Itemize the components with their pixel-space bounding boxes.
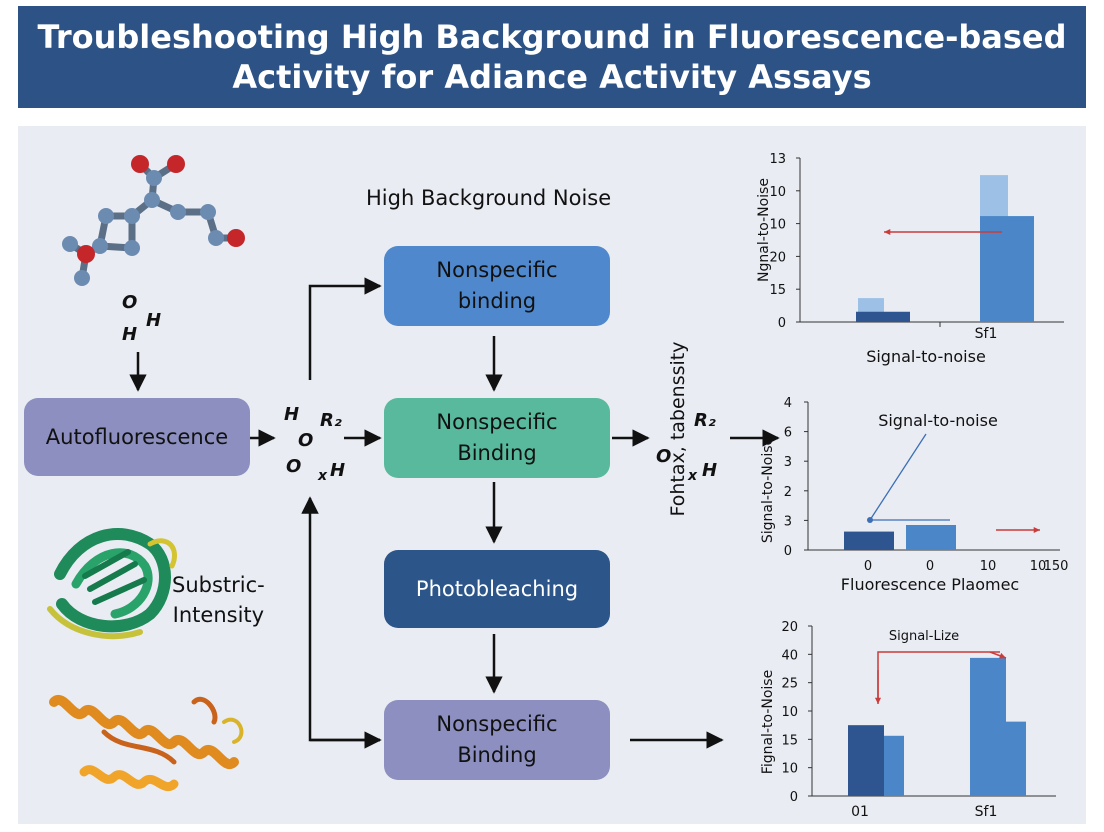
chem-mid-x: x <box>318 468 328 484</box>
chart1-ytick-label: 20 <box>769 250 786 265</box>
box-nonspecific-binding-2: Nonspecific Binding <box>384 398 610 478</box>
chart1-ytick-label: 10 <box>769 218 786 233</box>
chart2-red-arrow-head <box>1033 526 1040 534</box>
chart1-ytick-label: 0 <box>778 316 786 331</box>
chem-top-h2: H <box>146 310 162 331</box>
chart3-cat2: Sf1 <box>975 804 998 820</box>
chem-mid-oh: O <box>286 456 302 477</box>
chart-2: Signal-to-Noise Fluorescence Plaomec Sig… <box>760 396 1069 594</box>
chart3-annotation: Signal-Lize <box>889 629 959 644</box>
chart2-bar-1 <box>844 531 894 550</box>
chart2-ytick-label: 6 <box>784 426 792 441</box>
chart3-ytick-label: 10 <box>781 762 798 777</box>
protein-label-line1: Substric- <box>172 573 265 597</box>
box4-line2: Binding <box>457 743 537 767</box>
box2-line1: Nonspecific <box>436 410 558 434</box>
chart2-xtick-label: 150 <box>1044 559 1069 574</box>
side-label: Fohtax, tabenssity <box>667 341 689 517</box>
chart2-xtick-label: 0 <box>864 559 872 574</box>
chart3-ylabel: Fignal-to-Noise <box>760 670 776 774</box>
chem-top-o: O <box>122 292 138 313</box>
chart3-ytick-label: 25 <box>781 677 798 692</box>
chart3-red-arrow-down-head <box>874 697 882 704</box>
chart2-annotation: Signal-to-noise <box>878 411 998 430</box>
chem-mid-o: O <box>298 430 314 451</box>
chem-right-h: H <box>702 460 718 481</box>
chart3-bar-secondary <box>882 735 904 796</box>
chart2-xtick-label: 10 <box>980 559 997 574</box>
chart1-red-arrow-head <box>884 228 891 236</box>
box1-line2: binding <box>457 289 537 313</box>
chem-top-h: H <box>122 324 138 345</box>
chart2-bar-2 <box>906 525 956 550</box>
chart1-ytick-label: 10 <box>769 185 786 200</box>
chart2-xlabel: Fluorescence Plaomec <box>841 575 1019 594</box>
chart3-bar <box>848 725 884 796</box>
chem-mid-h: H <box>284 404 300 425</box>
chart3-cat1: 01 <box>851 804 869 820</box>
box-nonspecific-binding-1: Nonspecific binding <box>384 246 610 326</box>
protein-orange-illustration <box>49 694 244 791</box>
protein-green-illustration <box>47 528 177 640</box>
box-autofluorescence-label: Autofluorescence <box>45 424 229 449</box>
chem-right-o: O <box>656 446 672 467</box>
chem-right-r2: R₂ <box>694 410 716 431</box>
chart-1: Ngnal-to-Noise Signal-to-noise Sf1 0 15 20… <box>756 152 1064 366</box>
diagram-canvas: O H H H R₂ O O x H R₂ O x H High Backgro… <box>18 126 1086 824</box>
flow-header: High Background Noise <box>366 186 612 210</box>
chart2-pointer-line <box>869 433 927 521</box>
chart1-ylabel: Ngnal-to-Noise <box>756 178 772 282</box>
box-photobleaching: Photobleaching <box>384 550 610 628</box>
flow-arrows <box>129 277 780 749</box>
chart3-ytick-label: 10 <box>781 705 798 720</box>
box-nonspecific-binding-4: Nonspecific Binding <box>384 700 610 780</box>
chart1-ytick-label: 15 <box>769 283 786 298</box>
chart1-bar <box>980 216 1034 322</box>
chem-mid-h2: H <box>330 460 346 481</box>
chart1-bar <box>856 311 910 322</box>
chart2-xtick-label: 0 <box>926 559 934 574</box>
chart1-xlabel: Signal-to-noise <box>866 347 986 366</box>
chart3-ytick-label: 40 <box>781 648 798 663</box>
protein-label: Substric- Intensity <box>172 570 265 630</box>
chart3-ytick-label: 15 <box>781 733 798 748</box>
chart3-ytick-label: 0 <box>790 790 798 805</box>
box2-line2: Binding <box>457 441 537 465</box>
chart2-ytick-label: 2 <box>784 485 792 500</box>
chart2-ytick-label: 0 <box>784 544 792 559</box>
protein-label-line2: Intensity <box>172 603 265 627</box>
arrow-branch-box1 <box>308 277 382 380</box>
chart3-bar <box>970 657 1006 796</box>
box-autofluorescence: Autofluorescence <box>24 398 250 476</box>
title-line-1: Troubleshooting High Background in Fluor… <box>37 18 1067 56</box>
box1-line1: Nonspecific <box>436 258 558 282</box>
chart2-ytick-label: 4 <box>784 396 792 411</box>
chart-3: Fignal-to-Noise Signal-Lize 01 Sf1 0 10 15… <box>760 620 1056 820</box>
title-line-2: Activity for Adiance Activity Assays <box>232 58 872 96</box>
title-banner: Troubleshooting High Background in Fluor… <box>18 6 1086 108</box>
chem-mid-r2: R₂ <box>320 410 342 431</box>
molecule-illustration <box>62 155 245 286</box>
chart2-ytick-label: 3 <box>784 514 792 529</box>
box4-line1: Nonspecific <box>436 712 558 736</box>
chart2-ytick-label: 3 <box>784 455 792 470</box>
chart2-ylabel: Signal-to-Noise <box>760 437 776 543</box>
box3-label: Photobleaching <box>415 576 579 601</box>
chart3-red-arrow-right-head <box>999 652 1006 659</box>
chem-right-x: x <box>688 468 698 484</box>
chart3-ytick-label: 20 <box>781 620 798 635</box>
arrow-branch-box4 <box>301 496 380 742</box>
chart3-bar-secondary <box>1004 721 1026 796</box>
chart1-cat2: Sf1 <box>975 326 998 342</box>
chart1-ytick-label: 13 <box>769 152 786 167</box>
chart2-xtick-label: 10 <box>1030 559 1047 574</box>
